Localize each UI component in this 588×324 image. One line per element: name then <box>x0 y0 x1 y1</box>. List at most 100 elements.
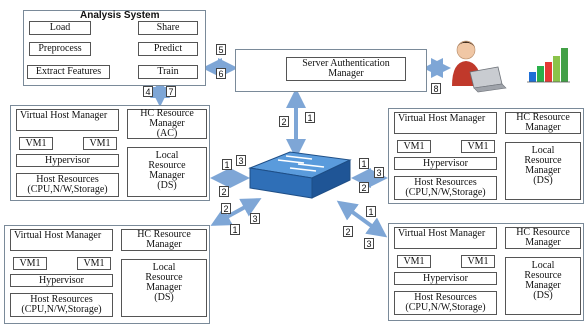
hc-resource-line1: HC Resource <box>140 108 194 119</box>
lrm-line2: Resource <box>145 272 183 283</box>
label-3-host2: 3 <box>374 167 384 178</box>
lrm-line3: Manager <box>146 282 182 293</box>
lrm-line1: Local <box>152 262 176 273</box>
hc-resource-line2: Manager <box>149 118 185 129</box>
server-auth-line1: Server Authentication <box>302 58 390 69</box>
vm1-box: VM1 <box>77 257 111 270</box>
hc-resource-line2: Manager <box>525 122 561 133</box>
lrm-line1: Local <box>531 260 555 271</box>
lrm-line2: Resource <box>524 155 562 166</box>
hc-resource-manager: HC Resource Manager <box>505 112 581 134</box>
label-5: 5 <box>216 44 226 55</box>
label-2-host1: 2 <box>219 186 229 197</box>
arrow-switch-host3 <box>210 198 262 226</box>
virtual-host-manager-label: Virtual Host Manager <box>14 230 102 241</box>
virtual-host-manager: Virtual Host Manager <box>394 112 497 134</box>
local-resource-manager: Local Resource Manager (DS) <box>505 142 581 200</box>
vm1-box: VM1 <box>83 137 117 150</box>
lrm-line3: Manager <box>525 280 561 291</box>
lrm-line1: Local <box>531 145 555 156</box>
virtual-host-manager-label: Virtual Host Manager <box>398 228 486 239</box>
extract-features-box: Extract Features <box>27 65 110 79</box>
hc-resource-line3: (AC) <box>156 128 178 139</box>
hc-resource-manager: HC Resource Manager <box>121 229 207 251</box>
share-box: Share <box>138 21 198 35</box>
lrm-line4: (DS) <box>533 290 553 301</box>
label-1-host2: 1 <box>359 158 369 169</box>
host-resources-box: Host Resources (CPU,N/W,Storage) <box>10 293 113 317</box>
hc-resource-line2: Manager <box>146 239 182 250</box>
virtual-host-manager: Virtual Host Manager <box>394 227 497 249</box>
host-resources-line2: (CPU,N/W,Storage) <box>27 184 108 195</box>
network-switch-icon <box>248 151 352 199</box>
vm1-box: VM1 <box>461 140 495 153</box>
lrm-line2: Resource <box>524 270 562 281</box>
lrm-line4: (DS) <box>157 180 177 191</box>
label-2-server: 2 <box>279 116 289 127</box>
local-resource-manager: Local Resource Manager (DS) <box>505 257 581 315</box>
host-resources-line2: (CPU,N/W,Storage) <box>405 302 486 313</box>
label-3-host1: 3 <box>236 155 246 166</box>
label-3-host4: 3 <box>364 238 374 249</box>
host-resources-line1: Host Resources <box>414 177 477 188</box>
hc-resource-manager: HC Resource Manager <box>505 227 581 249</box>
lrm-line1: Local <box>155 150 179 161</box>
host-resources-line1: Host Resources <box>414 292 477 303</box>
label-1-server: 1 <box>305 112 315 123</box>
label-3-host3: 3 <box>250 213 260 224</box>
lrm-line3: Manager <box>149 170 185 181</box>
host-resources-line1: Host Resources <box>36 174 99 185</box>
hypervisor-box: Hypervisor <box>16 154 119 167</box>
user-laptop-icon <box>452 40 507 93</box>
label-4: 4 <box>143 86 153 97</box>
label-1-host4: 1 <box>366 206 376 217</box>
local-resource-manager: Local Resource Manager (DS) <box>127 147 207 197</box>
lrm-line4: (DS) <box>533 175 553 186</box>
label-2-host4: 2 <box>343 226 353 237</box>
vm1-box: VM1 <box>397 255 431 268</box>
hypervisor-box: Hypervisor <box>394 157 497 170</box>
hc-resource-line1: HC Resource <box>516 227 570 238</box>
train-box: Train <box>138 65 198 79</box>
host-resources-line2: (CPU,N/W,Storage) <box>405 187 486 198</box>
host-resources-box: Host Resources (CPU,N/W,Storage) <box>16 173 119 197</box>
preprocess-box: Preprocess <box>29 42 91 56</box>
hc-resource-line1: HC Resource <box>516 112 570 123</box>
label-6: 6 <box>216 68 226 79</box>
host-resources-line1: Host Resources <box>30 294 93 305</box>
lrm-line4: (DS) <box>154 292 174 303</box>
virtual-host-manager: Virtual Host Manager <box>10 229 113 251</box>
vm1-box: VM1 <box>397 140 431 153</box>
label-2-host3: 2 <box>221 203 231 214</box>
bar-chart-icon <box>527 48 570 83</box>
vm1-box: VM1 <box>19 137 53 150</box>
host-resources-box: Host Resources (CPU,N/W,Storage) <box>394 291 497 315</box>
hc-resource-line1: HC Resource <box>137 229 191 240</box>
predict-box: Predict <box>138 42 198 56</box>
local-resource-manager: Local Resource Manager (DS) <box>121 259 207 317</box>
label-2-host2: 2 <box>359 182 369 193</box>
virtual-host-manager-label: Virtual Host Manager <box>20 110 108 121</box>
label-1-host3: 1 <box>230 224 240 235</box>
server-auth-line2: Manager <box>328 68 364 79</box>
server-auth-label: Server Authentication Manager <box>286 57 406 81</box>
hc-resource-line2: Manager <box>525 237 561 248</box>
lrm-line3: Manager <box>525 165 561 176</box>
host-resources-line2: (CPU,N/W,Storage) <box>21 304 102 315</box>
hypervisor-box: Hypervisor <box>10 274 113 287</box>
hypervisor-box: Hypervisor <box>394 272 497 285</box>
hc-resource-manager: HC Resource Manager (AC) <box>127 109 207 139</box>
label-8: 8 <box>431 83 441 94</box>
analysis-system-title: Analysis System <box>80 10 160 21</box>
arrow-switch-host4 <box>336 200 388 238</box>
vm1-box: VM1 <box>13 257 47 270</box>
virtual-host-manager-label: Virtual Host Manager <box>398 113 486 124</box>
label-1-host1: 1 <box>222 159 232 170</box>
load-box: Load <box>29 21 91 35</box>
lrm-line2: Resource <box>148 160 186 171</box>
host-resources-box: Host Resources (CPU,N/W,Storage) <box>394 176 497 200</box>
vm1-box: VM1 <box>461 255 495 268</box>
label-7: 7 <box>166 86 176 97</box>
